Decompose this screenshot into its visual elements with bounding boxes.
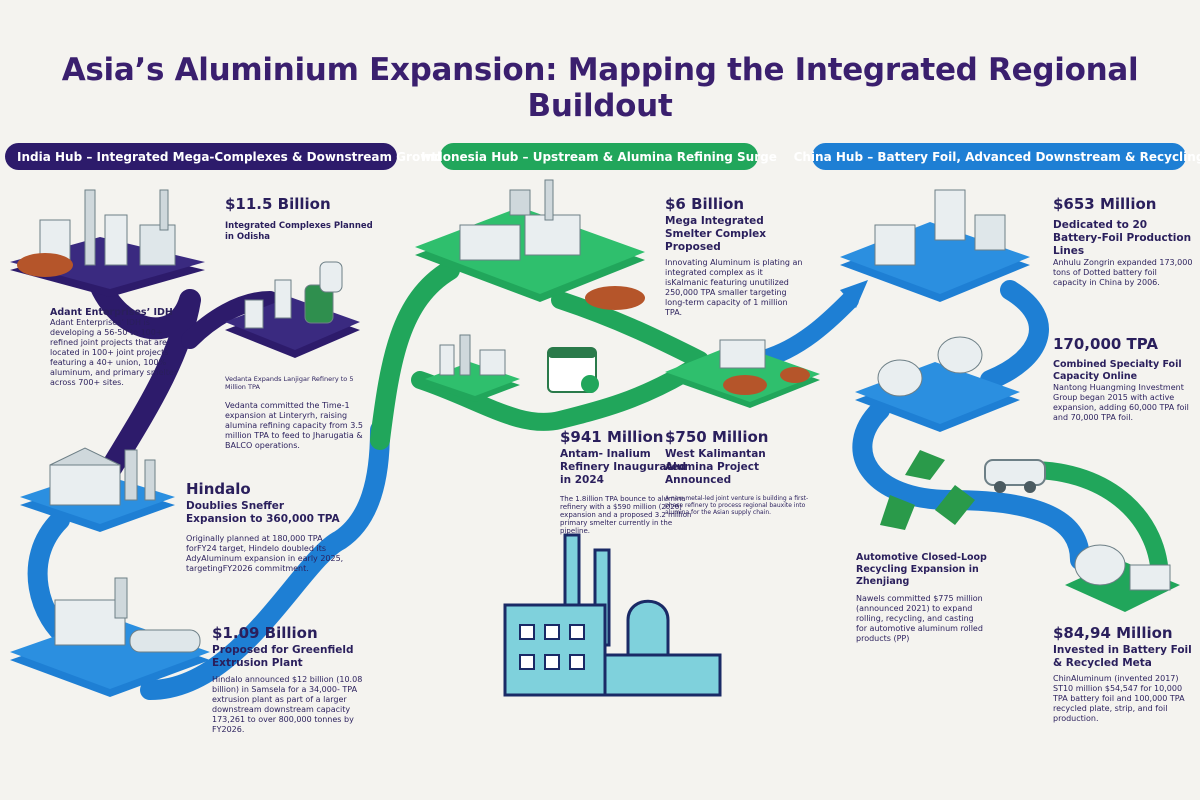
china-battery-amount: $84,94 Million [1053,624,1173,642]
china-recycling-headline: Automotive Closed-Loop Recycling Expansi… [856,552,987,587]
china-foil-lines-amount: $653 Million [1053,195,1157,213]
indonesia-smelter-illustration [415,179,645,310]
foil-rolls-illustration [855,336,1020,432]
china-recycle-path [1021,461,1169,589]
china-flow-path [980,280,1049,390]
indonesia-kalimantan-amount: $750 Million [665,428,769,446]
china-recycling-card: Automotive Closed-Loop Recycling Expansi… [856,552,1031,644]
india-extrusion-body: Hindalo announced $12 billion (10.08 bil… [212,675,363,734]
indonesia-kalimantan-card: $750 Million West Kalimantan Alumina Pro… [665,428,810,516]
china-specialty-headline: Combined Specialty Foil Capacity Online [1053,359,1182,382]
cross-hub-path [140,420,390,700]
india-vedanta-body: Vedanta committed the Time-1 expansion a… [225,401,363,450]
india-vedanta-card: Vedanta Expands Lanjigar Refinery to 5 M… [225,375,375,451]
india-odisha-card: $11.5 Billion Integrated Complexes Plann… [225,195,375,243]
china-foil-illustration [840,189,1030,302]
indonesia-antam-body: The 1.8illion TPA bounce to alumina refi… [560,495,692,535]
indonesia-smelter-headline: Mega Integrated Smelter Complex Proposed [665,215,767,253]
china-battery-card: $84,94 Million Invested in Battery Foil … [1053,624,1193,724]
china-flow-path-2 [852,400,1090,570]
indonesia-antam-amount: $941 Million [560,428,664,446]
flow-arrow-icon [840,280,868,308]
vedanta-refinery-illustration [225,261,360,358]
calendar-icon [547,347,599,393]
hindalco-plant-illustration [20,447,175,532]
indonesia-antam-headline: Antam- Inalium Refinery Inaugurated in 2… [560,448,687,486]
china-hub-banner: China Hub – Battery Foil, Advanced Downs… [794,143,1200,170]
indonesia-flow-path [370,260,460,450]
india-adant-body: Adant Enterprises’ IDH is developing a 5… [50,318,178,387]
kalimantan-plant-illustration [665,339,820,408]
page-title: Asia’s Aluminium Expansion: Mapping the … [61,52,1139,124]
china-specialty-card: 170,000 TPA Combined Specialty Foil Capa… [1053,335,1193,423]
india-extrusion-amount: $1.09 Billion [212,624,318,642]
india-extrusion-card: $1.09 Billion Proposed for Greenfield Ex… [212,624,372,735]
car-icon [984,459,1046,493]
battery-foil-illustration [1065,544,1180,612]
factory-icon [503,533,722,697]
india-adant-card: Adant Enterprises’ IDH Adant Enterprises… [50,308,180,388]
indonesia-hub-banner: Indonesia Hub – Upstream & Alumina Refin… [421,143,777,170]
indonesia-flow-path-3 [551,291,709,369]
china-foil-lines-body: Anhulu Zongrin expanded 173,000 tons of … [1053,258,1193,287]
indonesia-antam-card: $941 Million Antam- Inalium Refinery Ina… [560,428,700,535]
antam-refinery-illustration [425,334,520,402]
indonesia-smelter-amount: $6 Billion [665,195,745,213]
india-odisha-headline: Integrated Complexes Planned in Odisha [225,221,373,242]
recycle-icon [880,450,975,530]
india-hub-banner: India Hub – Integrated Mega-Complexes & … [5,143,446,170]
indonesia-china-path [751,291,859,369]
india-hindalco-amount: Hindalo [186,480,251,498]
india-complex-illustration [10,189,205,297]
india-hindalco-body: Originally planned at 180,000 TPA forFY2… [186,534,344,573]
china-recycling-body: Nawels committed $775 million (announced… [856,594,983,643]
china-battery-body: ChinAluminum (invented 2017) ST10 millio… [1053,674,1185,723]
indonesia-kalimantan-body: A new metal-led joint venture is buildin… [665,495,809,516]
india-vedanta-caption: Vedanta Expands Lanjigar Refinery to 5 M… [225,375,354,391]
china-specialty-body: Nantong Huangming Investment Group began… [1053,383,1189,422]
india-odisha-amount: $11.5 Billion [225,195,331,213]
indonesia-smelter-body: Innovating Aluminum is plating an integr… [665,258,803,317]
china-battery-headline: Invested in Battery Foil & Recycled Meta [1053,644,1192,669]
china-specialty-amount: 170,000 TPA [1053,335,1158,353]
india-hindalco-headline: Doublies Sneffer Expansion to 360,000 TP… [186,500,340,525]
indonesia-kalimantan-headline: West Kalimantan Alumina Project Announce… [665,448,766,486]
india-adant-headline: Adant Enterprises’ IDH [50,307,173,318]
china-foil-lines-headline: Dedicated to 20 Battery-Foil Production … [1053,219,1192,257]
extrusion-plant-illustration [10,577,210,697]
indonesia-smelter-card: $6 Billion Mega Integrated Smelter Compl… [665,195,805,318]
india-extrusion-headline: Proposed for Greenfield Extrusion Plant [212,644,354,669]
china-foil-lines-card: $653 Million Dedicated to 20 Battery-Foi… [1053,195,1193,288]
india-hindalco-card: Hindalo Doublies Sneffer Expansion to 36… [186,480,346,574]
